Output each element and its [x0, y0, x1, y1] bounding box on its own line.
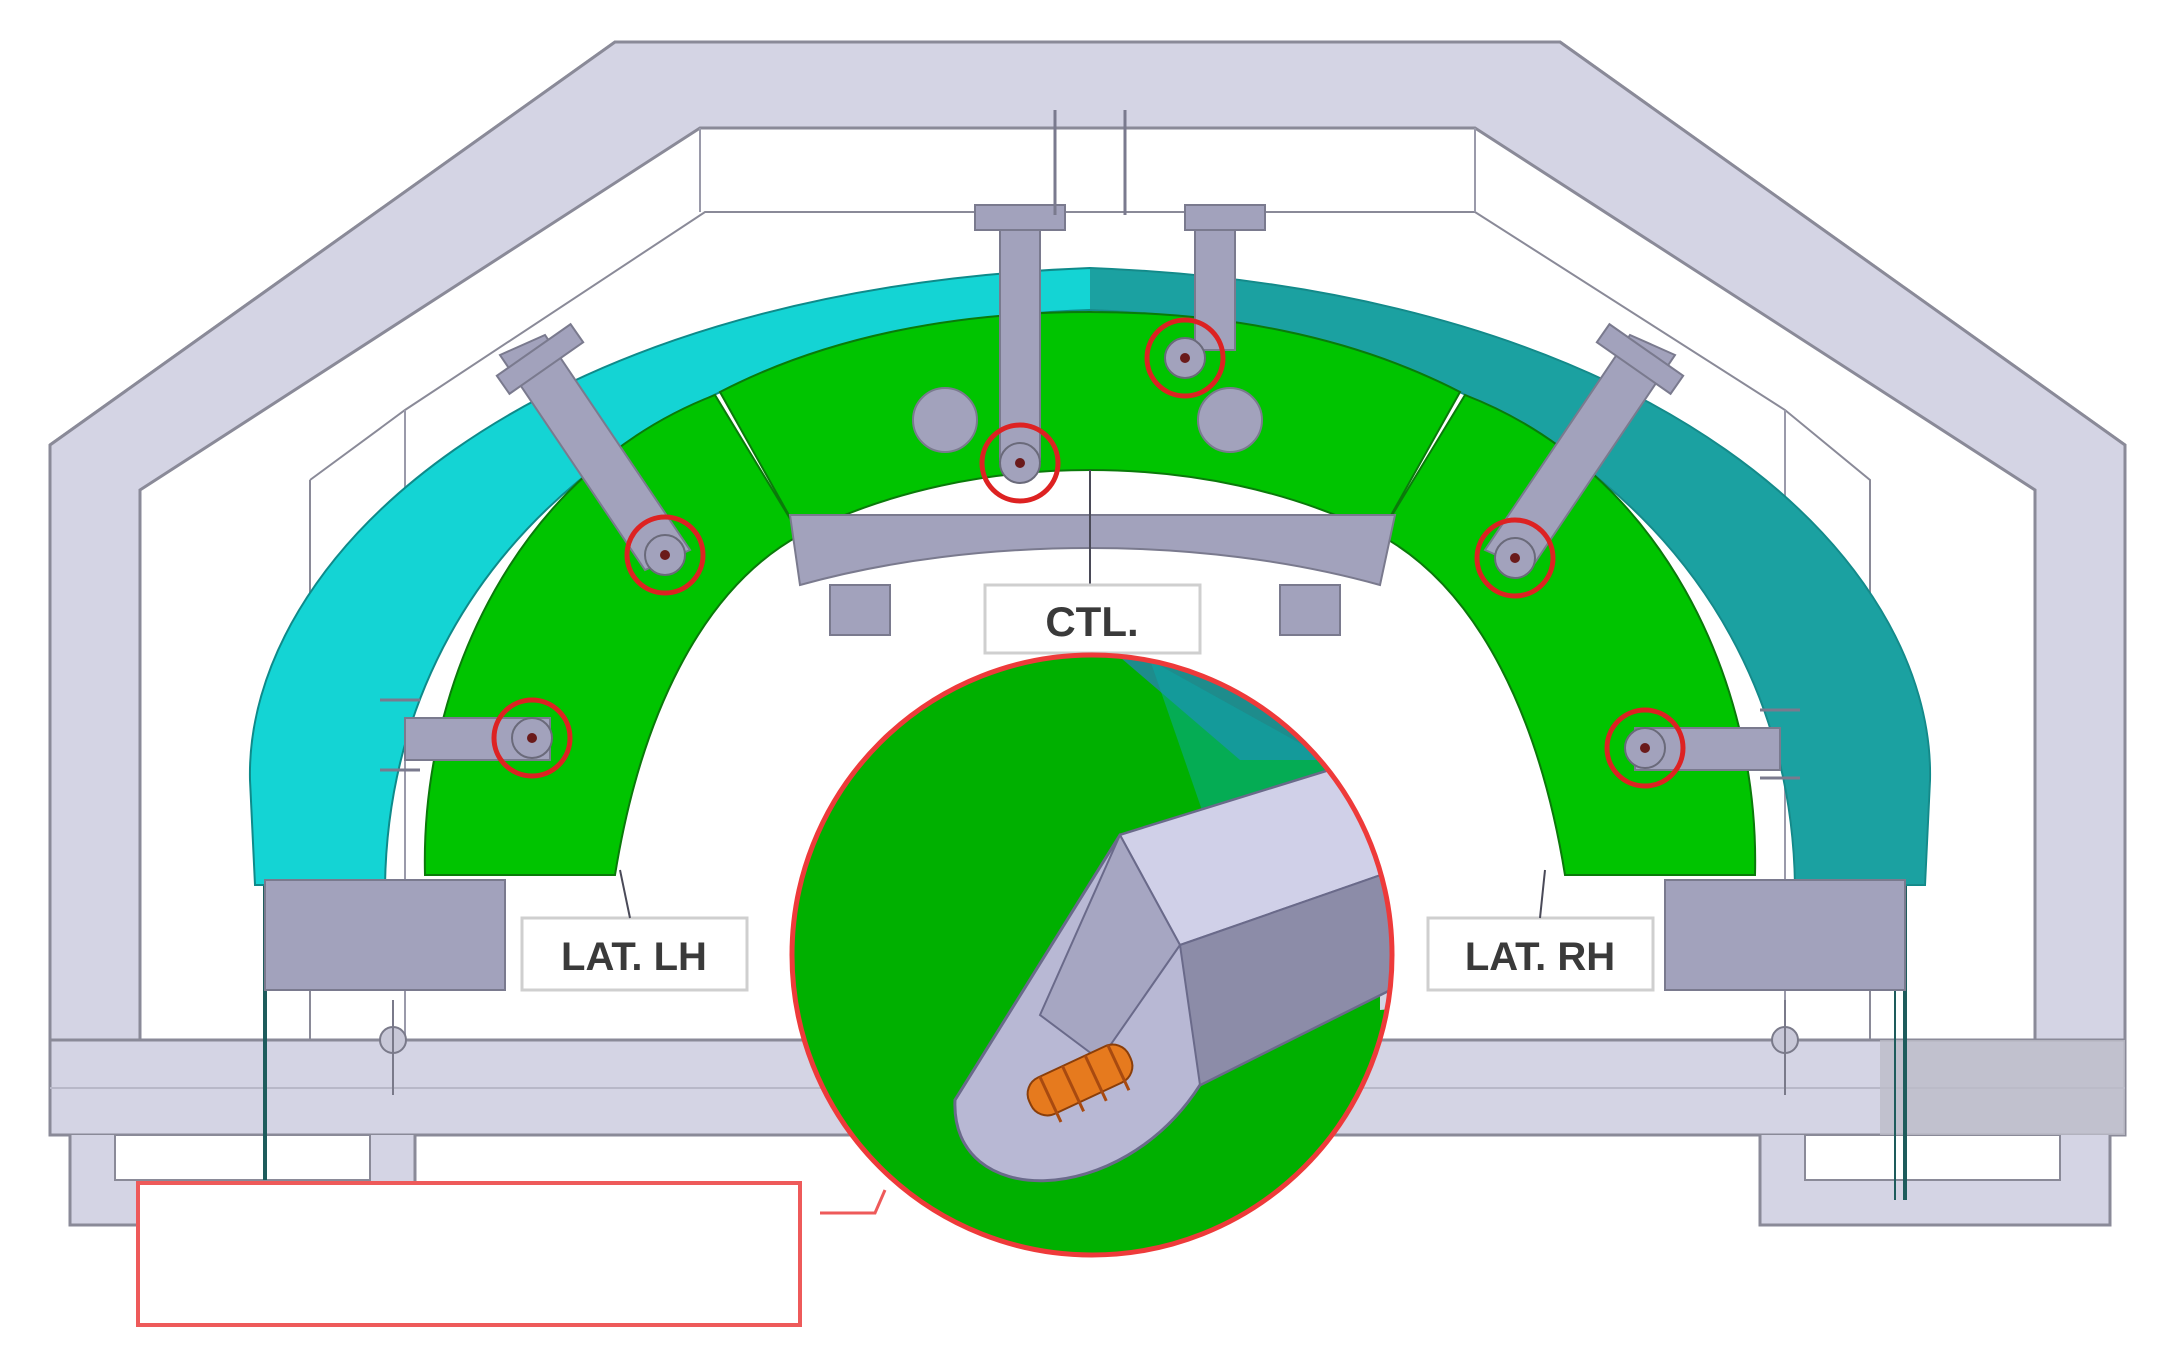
- detail-magnifier: [789, 652, 1395, 1258]
- pin-marker-right-upper: [1474, 517, 1556, 599]
- pin-marker-left-lower: [491, 697, 573, 779]
- callout-box: [136, 1181, 802, 1327]
- pin-marker-left-upper: [624, 514, 706, 596]
- callout: [136, 1181, 887, 1327]
- label-right-text: LAT. RH: [1465, 935, 1615, 979]
- label-center: CTL.: [983, 583, 1202, 655]
- label-right: LAT. RH: [1426, 869, 1655, 992]
- detail-bolt: [1026, 1043, 1134, 1117]
- cross-beam: [788, 470, 1397, 636]
- label-center-text: CTL.: [1045, 598, 1138, 645]
- pin-marker-center: [979, 422, 1061, 504]
- segment-center: [718, 310, 1462, 537]
- pin-marker-center-top: [1144, 317, 1226, 399]
- label-left: LAT. LH: [520, 869, 749, 992]
- pin-marker-right-lower: [1604, 707, 1686, 789]
- cover-shell: [248, 266, 1932, 991]
- pin-markers: [491, 317, 1686, 789]
- label-left-text: LAT. LH: [561, 935, 707, 979]
